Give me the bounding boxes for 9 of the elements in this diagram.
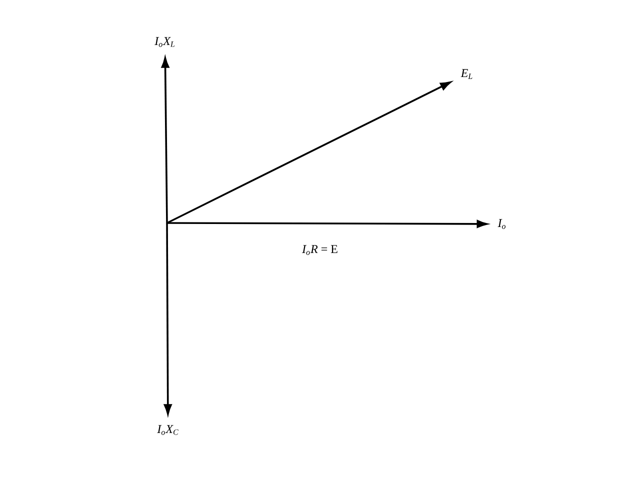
phasor-label: I$_{o}$ [498,219,506,229]
phasor-arrow [166,82,451,224]
phasor-label: I$_{o}$X$_{L}$ [154,37,174,47]
edge-label: I$_{o}$R = E [301,244,339,256]
phasor-arrow [161,57,170,224]
phasor-label: I$_{o}$X$_{C}$ [157,425,178,435]
phasor-arrow [167,220,488,228]
phasor-arrow [164,223,172,415]
phasor-label: E$_{L}$ [460,69,472,79]
